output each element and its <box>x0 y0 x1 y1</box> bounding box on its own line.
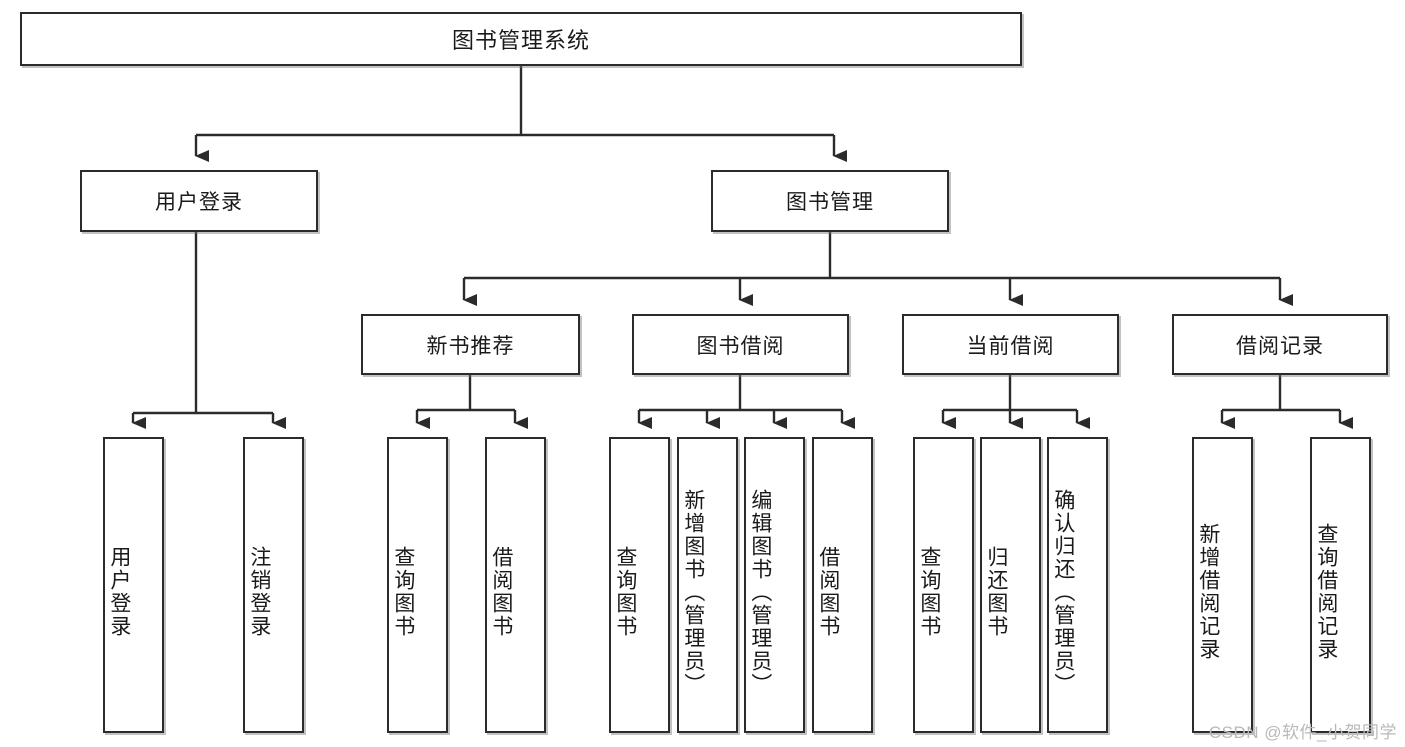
node-book-borrow[interactable]: 图书借阅 <box>632 314 849 375</box>
node-book-management[interactable]: 图书管理 <box>711 170 949 232</box>
leaf-book-borrow-add[interactable]: 新增图书（管理员） <box>677 437 738 733</box>
leaf-label: 查询图书 <box>613 546 637 638</box>
leaf-label: 查询图书 <box>917 546 941 638</box>
node-user-login[interactable]: 用户登录 <box>80 170 318 232</box>
node-book-management-label: 图书管理 <box>786 191 874 214</box>
leaf-borrow-record-query[interactable]: 查询借阅记录 <box>1310 437 1371 733</box>
leaf-label: 编辑图书（管理员） <box>748 488 772 696</box>
leaf-borrow-record-add[interactable]: 新增借阅记录 <box>1192 437 1253 733</box>
node-root[interactable]: 图书管理系统 <box>20 12 1022 66</box>
leaf-label: 查询借阅记录 <box>1314 523 1338 661</box>
leaf-current-borrow-query[interactable]: 查询图书 <box>913 437 974 733</box>
leaf-label: 用户登录 <box>107 546 131 638</box>
leaf-label: 借阅图书 <box>816 546 840 638</box>
leaf-book-borrow-borrow[interactable]: 借阅图书 <box>812 437 873 733</box>
leaf-label: 查询图书 <box>391 546 415 638</box>
node-root-label: 图书管理系统 <box>451 28 590 53</box>
watermark: CSDN @软件_小贺同学 <box>1208 723 1397 742</box>
leaf-book-borrow-edit[interactable]: 编辑图书（管理员） <box>744 437 805 733</box>
leaf-new-book-query[interactable]: 查询图书 <box>387 437 448 733</box>
leaf-user-login-logout[interactable]: 注销登录 <box>243 437 304 733</box>
leaf-label: 确认归还（管理员） <box>1051 488 1075 696</box>
node-new-book-recommend-label: 新书推荐 <box>426 334 515 358</box>
node-current-borrow[interactable]: 当前借阅 <box>902 314 1119 375</box>
leaf-current-borrow-return[interactable]: 归还图书 <box>980 437 1041 733</box>
node-book-borrow-label: 图书借阅 <box>696 334 785 358</box>
node-borrow-record[interactable]: 借阅记录 <box>1172 314 1388 375</box>
leaf-label: 归还图书 <box>984 546 1008 638</box>
leaf-book-borrow-query[interactable]: 查询图书 <box>609 437 670 733</box>
leaf-user-login-login[interactable]: 用户登录 <box>103 437 164 733</box>
leaf-label: 新增借阅记录 <box>1196 523 1220 661</box>
node-borrow-record-label: 借阅记录 <box>1236 334 1324 358</box>
node-current-borrow-label: 当前借阅 <box>966 334 1055 358</box>
leaf-current-borrow-confirm[interactable]: 确认归还（管理员） <box>1047 437 1108 733</box>
leaf-label: 新增图书（管理员） <box>681 488 705 696</box>
leaf-new-book-borrow[interactable]: 借阅图书 <box>485 437 546 733</box>
leaf-label: 注销登录 <box>247 546 271 638</box>
leaf-label: 借阅图书 <box>489 546 513 638</box>
node-user-login-label: 用户登录 <box>155 191 243 214</box>
node-new-book-recommend[interactable]: 新书推荐 <box>361 314 580 375</box>
